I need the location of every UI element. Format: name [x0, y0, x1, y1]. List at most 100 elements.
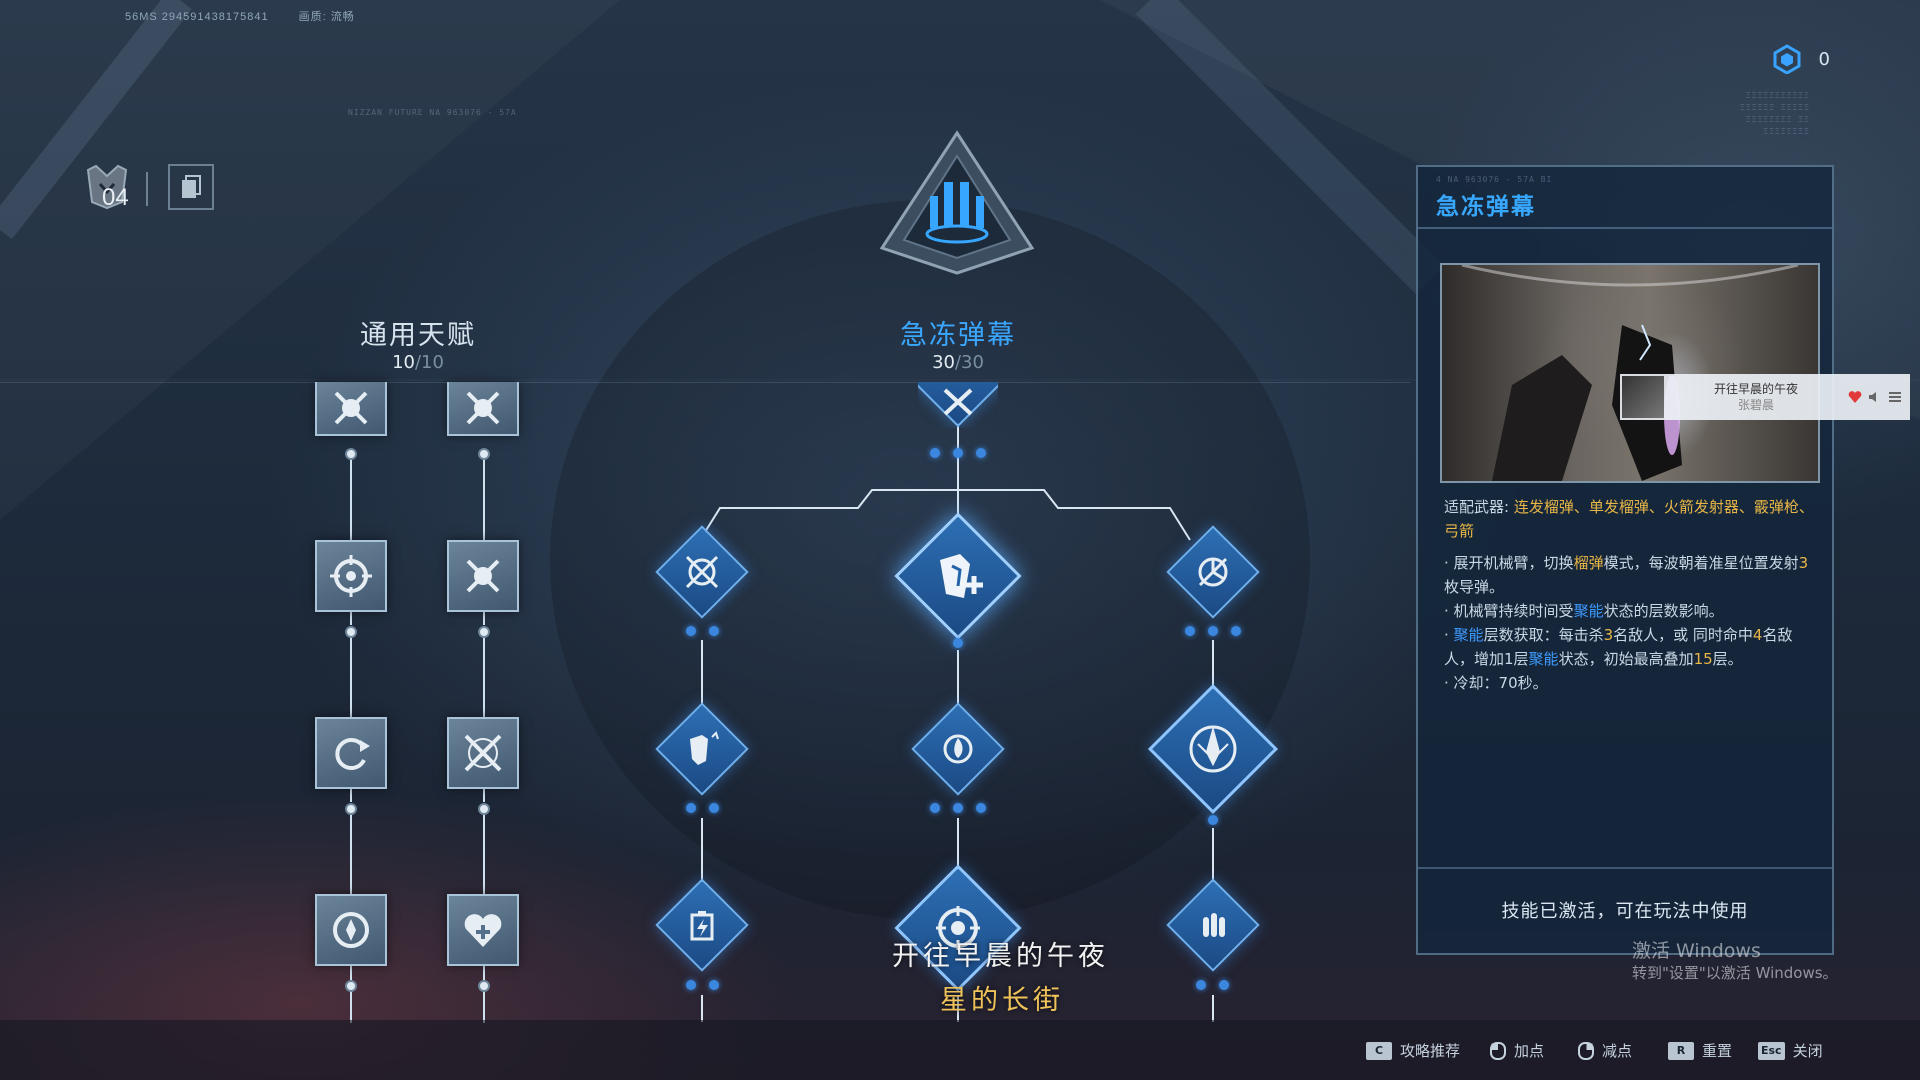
hint-remove-point[interactable]: 减点	[1578, 1040, 1632, 1061]
description-line: · 冷却：70秒。	[1444, 674, 1548, 692]
skill-talent-node[interactable]	[894, 864, 1022, 992]
copy-button[interactable]	[168, 164, 214, 210]
hint-reset[interactable]: R 重置	[1668, 1040, 1732, 1061]
general-talent-node[interactable]	[447, 894, 519, 966]
weapons-line: 适配武器: 连发榴弹、单发榴弹、火箭发射器、霰弹枪、弓箭	[1444, 498, 1814, 540]
currency-display: 0	[1773, 44, 1830, 74]
general-talent-title: 通用天赋	[360, 320, 476, 351]
spinning-blades-icon	[1198, 557, 1228, 587]
helmet-emblem-icon	[86, 164, 128, 210]
skill-talent-node[interactable]	[1166, 878, 1260, 972]
node-level-dot	[953, 803, 963, 813]
node-level-dot	[478, 448, 490, 460]
node-level-dot	[1185, 626, 1195, 636]
skill-talent-title: 急冻弹幕	[900, 320, 1016, 351]
volume-icon[interactable]	[1868, 390, 1882, 404]
session-id: 56MS 294591438175841	[125, 11, 269, 23]
general-talent-node[interactable]	[315, 540, 387, 612]
node-level-dot	[1208, 815, 1218, 825]
node-level-dot	[345, 626, 357, 638]
level-emblem: 04	[82, 162, 148, 214]
node-level-dot	[1208, 626, 1218, 636]
battery-charge-icon	[690, 911, 714, 941]
description-line: · 展开机械臂，切换榴弹模式，每波朝着准星位置发射3枚导弹。	[1444, 554, 1809, 596]
session-info: 56MS 294591438175841 画质: 流畅	[125, 8, 381, 24]
ammo-rounds-icon	[1203, 913, 1225, 937]
skill-talent-node[interactable]	[911, 702, 1005, 796]
windows-activation-subtitle: 转到"设置"以激活 Windows。	[1632, 964, 1838, 982]
node-level-dot	[953, 448, 963, 458]
armor-plus-icon	[940, 554, 983, 598]
general-talent-node[interactable]	[315, 717, 387, 789]
node-level-dot	[976, 803, 986, 813]
skill-status-text: 技能已激活，可在玩法中使用	[1501, 901, 1749, 922]
shield-burst-icon	[466, 391, 500, 425]
node-level-dot	[345, 803, 357, 815]
general-talent-node[interactable]	[315, 382, 387, 436]
node-level-dot	[1231, 626, 1241, 636]
skill-class-emblem	[879, 130, 1035, 275]
node-level-dot	[709, 980, 719, 990]
skill-talent-node[interactable]	[655, 878, 749, 972]
node-level-dot	[976, 448, 986, 458]
node-level-dot	[345, 448, 357, 460]
lyric-line-current: 开往早晨的午夜	[892, 941, 1109, 972]
deco-label: 4 NA 963076 - 57A BI	[1436, 175, 1553, 184]
fire-burst-icon	[943, 734, 973, 764]
skill-talent-node[interactable]	[1147, 683, 1279, 815]
node-level-dot	[709, 803, 719, 813]
lyric-line-next: 星的长街	[940, 985, 1064, 1016]
node-level-dot	[1196, 980, 1206, 990]
skill-preview-video[interactable]	[1440, 263, 1820, 483]
skill-talent-count: 30/30	[932, 352, 984, 373]
key-esc-icon: Esc	[1758, 1041, 1785, 1060]
hint-label: 关闭	[1792, 1042, 1823, 1060]
hint-label: 重置	[1702, 1042, 1733, 1060]
target-burst-icon	[685, 555, 719, 589]
general-talent-node[interactable]	[447, 382, 519, 436]
divider	[146, 172, 148, 206]
target-cross-icon	[330, 555, 372, 597]
cube-currency-icon	[1773, 44, 1801, 74]
node-level-dot	[686, 980, 696, 990]
playlist-icon[interactable]	[1888, 390, 1902, 404]
skill-talent-node[interactable]	[655, 702, 749, 796]
hint-close[interactable]: Esc 关闭	[1758, 1040, 1823, 1061]
music-player-popup[interactable]: 开往早晨的午夜 张碧晨	[1620, 374, 1910, 420]
mouse-right-icon	[1578, 1041, 1594, 1060]
skill-talent-node-selected[interactable]	[894, 512, 1022, 640]
shield-up-icon	[690, 731, 719, 765]
ice-crystal-icon	[1189, 725, 1237, 773]
skill-talent-node[interactable]	[1166, 525, 1260, 619]
copy-icon	[182, 175, 201, 198]
node-level-dot	[345, 980, 357, 992]
windows-activation-title: 激活 Windows	[1632, 940, 1761, 962]
crossed-blades-icon	[464, 734, 502, 772]
skill-description: 适配武器: 连发榴弹、单发榴弹、火箭发射器、霰弹枪、弓箭 · 展开机械臂，切换榴…	[1444, 495, 1818, 695]
node-level-dot	[930, 448, 940, 458]
general-talent-node[interactable]	[447, 717, 519, 789]
shield-burst-icon	[334, 391, 368, 425]
crossed-missiles-icon	[943, 388, 973, 416]
hint-label: 减点	[1602, 1042, 1633, 1060]
deco-label: NIZZAN FUTURE NA 963076 - 57A	[348, 108, 517, 117]
node-level-dot	[478, 980, 490, 992]
hint-label: 加点	[1514, 1042, 1545, 1060]
skill-talent-node[interactable]	[918, 382, 998, 428]
crosshair-gear-icon	[936, 906, 980, 950]
hint-add-point[interactable]: 加点	[1490, 1040, 1544, 1061]
key-r-icon: R	[1668, 1041, 1694, 1060]
skill-detail-title: 急冻弹幕	[1436, 194, 1536, 220]
key-c-icon: C	[1366, 1041, 1392, 1060]
skill-talent-node[interactable]	[655, 525, 749, 619]
general-talent-node[interactable]	[447, 540, 519, 612]
general-talent-node[interactable]	[315, 894, 387, 966]
currency-value: 0	[1818, 48, 1830, 70]
heart-icon[interactable]	[1848, 390, 1862, 404]
divider	[1418, 227, 1832, 229]
shield-burst-icon	[466, 559, 500, 593]
divider	[1418, 867, 1832, 869]
